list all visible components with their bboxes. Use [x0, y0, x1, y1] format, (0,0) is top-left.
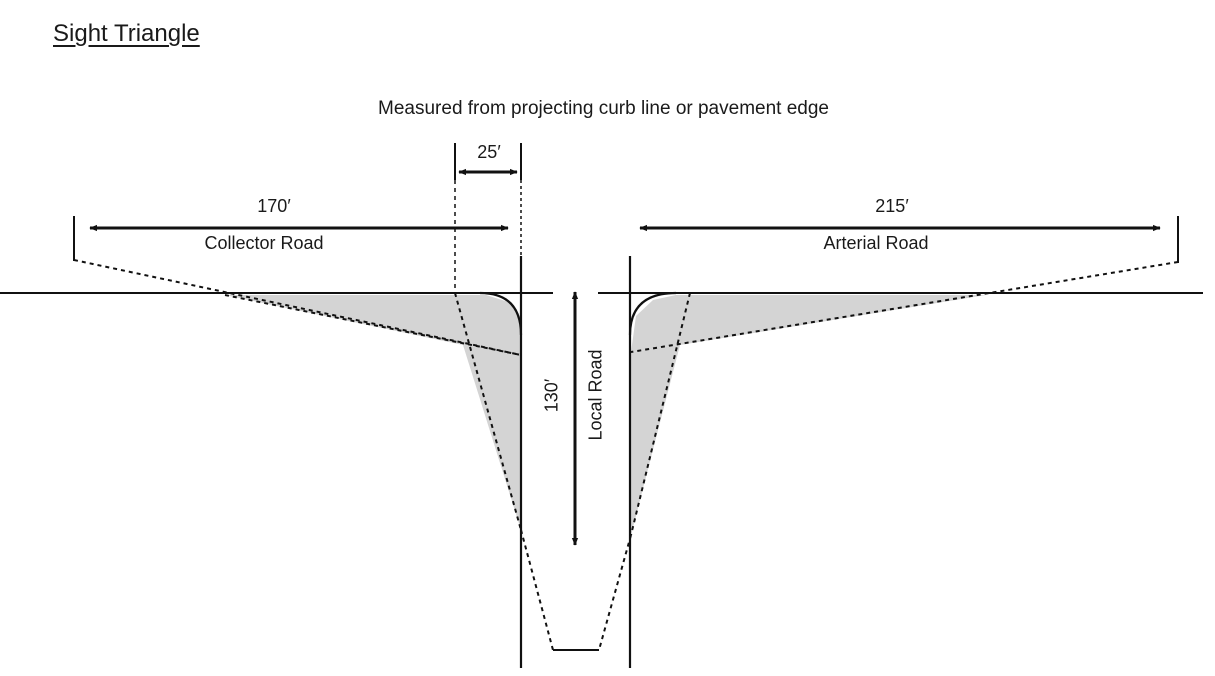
right-sight-triangle-shade	[631, 295, 986, 352]
right-curb-return	[628, 291, 677, 336]
right-local-lower-line	[598, 534, 632, 651]
left-sight-line-lower	[224, 294, 522, 356]
local-road-label: Local Road	[585, 349, 606, 441]
diagram-title: Sight Triangle	[53, 20, 200, 47]
setback-dimension-label: 25′	[477, 142, 501, 162]
arterial-road-label: Arterial Road	[823, 233, 929, 253]
local-dimension-label: 130′	[541, 378, 562, 413]
right-sight-dimension-label: 215′	[875, 196, 909, 216]
left-local-lower-line	[520, 529, 554, 651]
sight-lines	[73, 259, 1179, 651]
left-local-sight-shade	[463, 345, 521, 530]
right-setback-sight-line	[630, 292, 691, 536]
left-sight-dimension-label: 170′	[257, 196, 291, 216]
collector-road-label: Collector Road	[204, 233, 324, 253]
left-setback-sight-line	[454, 292, 522, 531]
diagram-subtitle: Measured from projecting curb line or pa…	[378, 98, 829, 119]
